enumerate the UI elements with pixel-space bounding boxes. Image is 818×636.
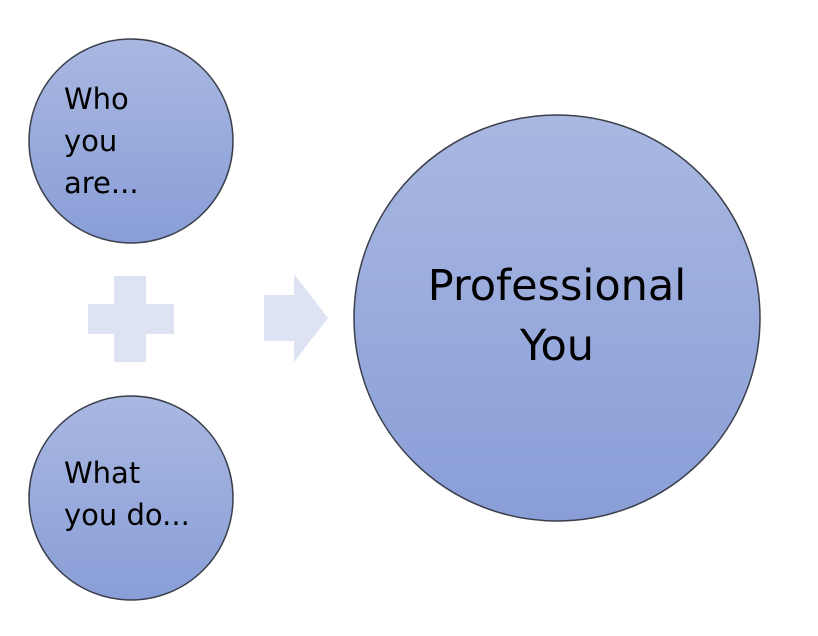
label-line: you do... — [64, 498, 190, 532]
label-line: Professional — [427, 261, 687, 311]
label-line: are... — [64, 166, 139, 200]
circle-what-you-do-label: What you do... — [64, 452, 190, 536]
circle-professional-you-label: Professional You — [407, 256, 707, 376]
label-line: What — [64, 456, 141, 490]
label-line: you — [64, 124, 118, 158]
plus-icon — [88, 276, 174, 362]
circle-professional-you — [353, 114, 761, 522]
circle-what-you-do — [28, 395, 234, 601]
circle-who-you-are — [28, 38, 234, 244]
label-line: Who — [64, 82, 129, 116]
label-line: You — [519, 321, 595, 371]
arrow-right-icon — [264, 274, 328, 362]
circle-who-you-are-label: Who you are... — [64, 78, 139, 204]
